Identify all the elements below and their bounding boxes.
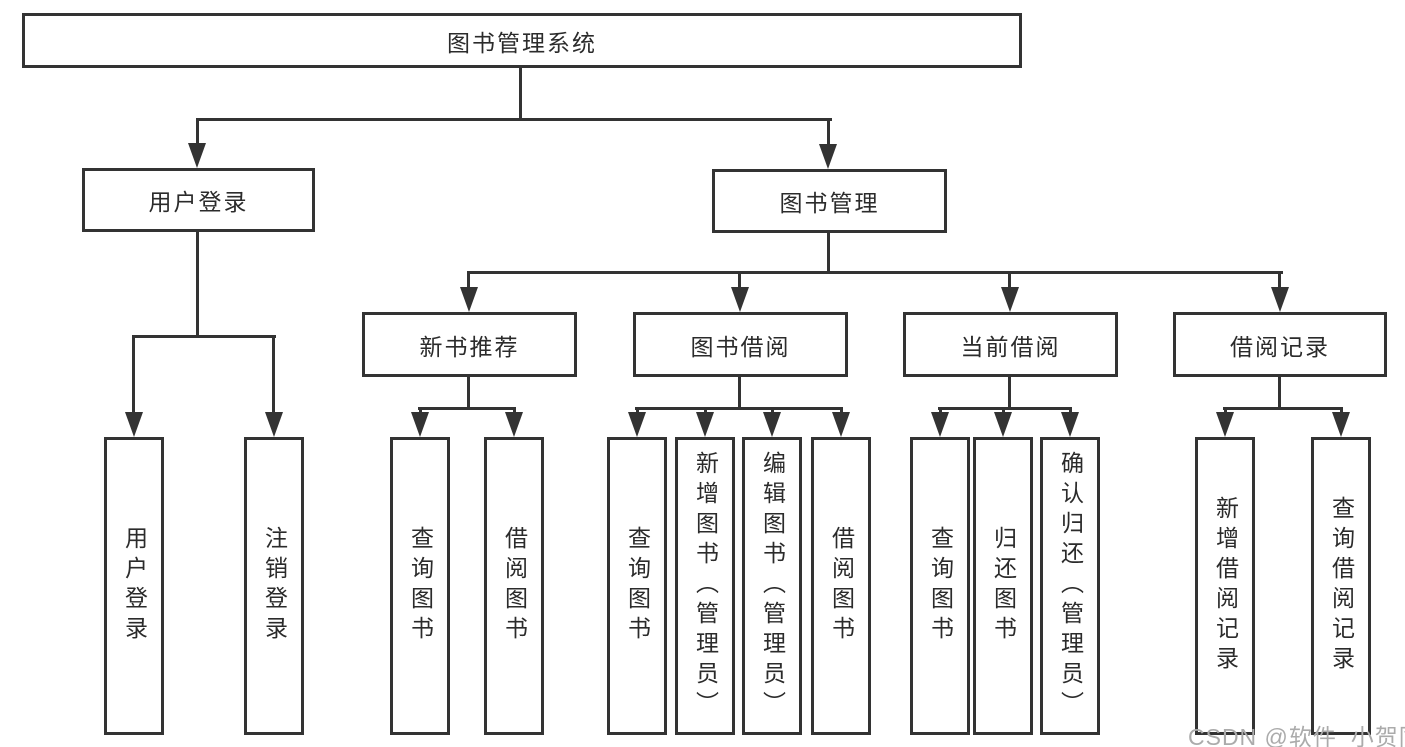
leaf-query-borrow-record: 查询借阅记录 [1311, 437, 1371, 735]
arrow-down-icon [1216, 412, 1234, 437]
node-book-management: 图书管理 [712, 169, 947, 233]
connector-line [635, 407, 843, 410]
leaf-edit-book-admin: 编辑图书（管理员） [742, 437, 802, 735]
arrow-down-icon [265, 412, 283, 437]
leaf-label: 归还图书 [990, 526, 1017, 646]
connector-line [272, 335, 275, 412]
arrow-down-icon [931, 412, 949, 437]
arrow-down-icon [1061, 412, 1079, 437]
leaf-query-books-current: 查询图书 [910, 437, 970, 735]
node-book-borrowing: 图书借阅 [633, 312, 848, 377]
leaf-query-books-recommend: 查询图书 [390, 437, 450, 735]
connector-line [636, 407, 639, 415]
leaf-label: 用户登录 [121, 526, 148, 646]
arrow-down-icon [1001, 287, 1019, 312]
arrow-down-icon [1332, 412, 1350, 437]
connector-line [467, 271, 1283, 274]
connector-line [1340, 407, 1343, 415]
leaf-add-borrow-record: 新增借阅记录 [1195, 437, 1255, 735]
arrow-down-icon [411, 412, 429, 437]
leaf-user-login: 用户登录 [104, 437, 164, 735]
csdn-watermark: CSDN @软件_小贺同学 [1188, 724, 1405, 747]
leaf-borrow-books-recommend: 借阅图书 [484, 437, 544, 735]
connector-line [132, 335, 135, 412]
connector-line [827, 233, 830, 273]
leaf-borrow-books: 借阅图书 [811, 437, 871, 735]
connector-line [1278, 377, 1281, 407]
connector-line [1008, 377, 1011, 407]
arrow-down-icon [731, 287, 749, 312]
connector-line [1223, 407, 1343, 410]
leaf-label: 新增图书（管理员） [692, 451, 719, 721]
connector-line [827, 118, 830, 148]
connector-line [418, 407, 516, 410]
leaf-return-books: 归还图书 [973, 437, 1033, 735]
arrow-down-icon [819, 144, 837, 169]
node-current-borrowing: 当前借阅 [903, 312, 1118, 377]
connector-line [704, 407, 707, 415]
leaf-label: 确认归还（管理员） [1057, 451, 1084, 721]
connector-line [1002, 407, 1005, 415]
connector-line [196, 118, 832, 121]
connector-line [771, 407, 774, 415]
arrow-down-icon [628, 412, 646, 437]
connector-line [196, 118, 199, 148]
leaf-label: 查询图书 [407, 526, 434, 646]
leaf-logout: 注销登录 [244, 437, 304, 735]
connector-line [519, 68, 522, 119]
arrow-down-icon [763, 412, 781, 437]
connector-line [1278, 271, 1281, 289]
connector-line [132, 335, 276, 338]
leaf-label: 借阅图书 [828, 526, 855, 646]
leaf-label: 新增借阅记录 [1212, 496, 1239, 676]
leaf-label: 查询图书 [927, 526, 954, 646]
leaf-label: 编辑图书（管理员） [759, 451, 786, 721]
leaf-label: 查询借阅记录 [1328, 496, 1355, 676]
connector-line [196, 232, 199, 335]
arrow-down-icon [460, 287, 478, 312]
connector-line [840, 407, 843, 415]
connector-line [939, 407, 942, 415]
node-new-book-recommend: 新书推荐 [362, 312, 577, 377]
connector-line [738, 377, 741, 407]
leaf-add-book-admin: 新增图书（管理员） [675, 437, 735, 735]
connector-line [1069, 407, 1072, 415]
arrow-down-icon [696, 412, 714, 437]
arrow-down-icon [994, 412, 1012, 437]
connector-line [1008, 271, 1011, 289]
leaf-confirm-return-admin: 确认归还（管理员） [1040, 437, 1100, 735]
connector-line [467, 271, 470, 289]
node-root-library-system: 图书管理系统 [22, 13, 1022, 68]
connector-line [938, 407, 1072, 410]
leaf-label: 查询图书 [624, 526, 651, 646]
arrow-down-icon [188, 143, 206, 168]
arrow-down-icon [505, 412, 523, 437]
node-borrowing-records: 借阅记录 [1173, 312, 1387, 377]
arrow-down-icon [832, 412, 850, 437]
leaf-label: 借阅图书 [501, 526, 528, 646]
connector-line [738, 271, 741, 289]
arrow-down-icon [125, 412, 143, 437]
connector-line [513, 407, 516, 415]
connector-line [467, 377, 470, 407]
arrow-down-icon [1271, 287, 1289, 312]
connector-line [1224, 407, 1227, 415]
connector-line [419, 407, 422, 415]
leaf-query-books-borrowing: 查询图书 [607, 437, 667, 735]
leaf-label: 注销登录 [261, 526, 288, 646]
node-user-login: 用户登录 [82, 168, 315, 232]
